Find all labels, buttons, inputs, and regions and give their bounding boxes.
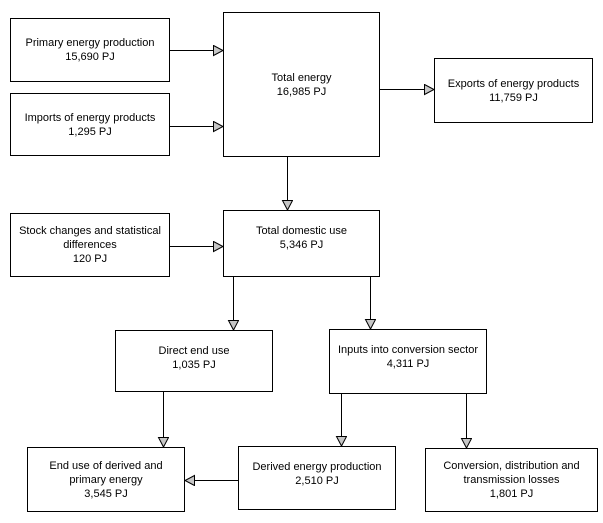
node-derived-energy-production: Derived energy production 2,510 PJ [238,446,396,510]
node-label: Derived energy production [252,461,382,473]
node-value: 16,985 PJ [276,85,327,98]
node-total-domestic-use: Total domestic use 5,346 PJ [223,210,380,277]
node-exports-of-energy-products: Exports of energy products 11,759 PJ [434,58,593,123]
node-direct-end-use: Direct end use 1,035 PJ [115,330,273,392]
node-primary-energy-production: Primary energy production 15,690 PJ [10,18,170,82]
node-value: 1,801 PJ [489,488,534,500]
node-value: 1,035 PJ [172,359,216,371]
node-value: 5,346 PJ [279,239,324,251]
node-end-use-derived-primary: End use of derived and primary energy 3,… [27,447,185,512]
node-label: End use of derived and primary energy [49,459,163,486]
node-label: Total energy [271,71,332,84]
node-label: Conversion, distribution and transmissio… [443,460,580,486]
node-conversion-losses: Conversion, distribution and transmissio… [425,448,598,512]
node-total-energy: Total energy 16,985 PJ [223,12,380,157]
node-value: 120 PJ [72,253,108,265]
node-value: 4,311 PJ [386,358,430,370]
node-label: Stock changes and statistical difference… [19,225,161,251]
node-value: 15,690 PJ [65,51,115,63]
node-label: Direct end use [158,345,230,357]
node-imports-of-energy-products: Imports of energy products 1,295 PJ [10,93,170,156]
node-label: Total domestic use [255,225,348,237]
node-inputs-into-conversion-sector: Inputs into conversion sector 4,311 PJ [329,329,487,394]
node-label: Inputs into conversion sector [337,344,479,356]
node-label: Imports of energy products [24,111,156,124]
node-value: 3,545 PJ [84,487,128,500]
node-stock-changes: Stock changes and statistical difference… [10,213,170,277]
node-value: 1,295 PJ [68,125,112,138]
node-label: Primary energy production [25,37,155,49]
node-value: 2,510 PJ [295,475,339,487]
node-value: 11,759 PJ [489,91,538,104]
node-label: Exports of energy products [447,77,580,90]
